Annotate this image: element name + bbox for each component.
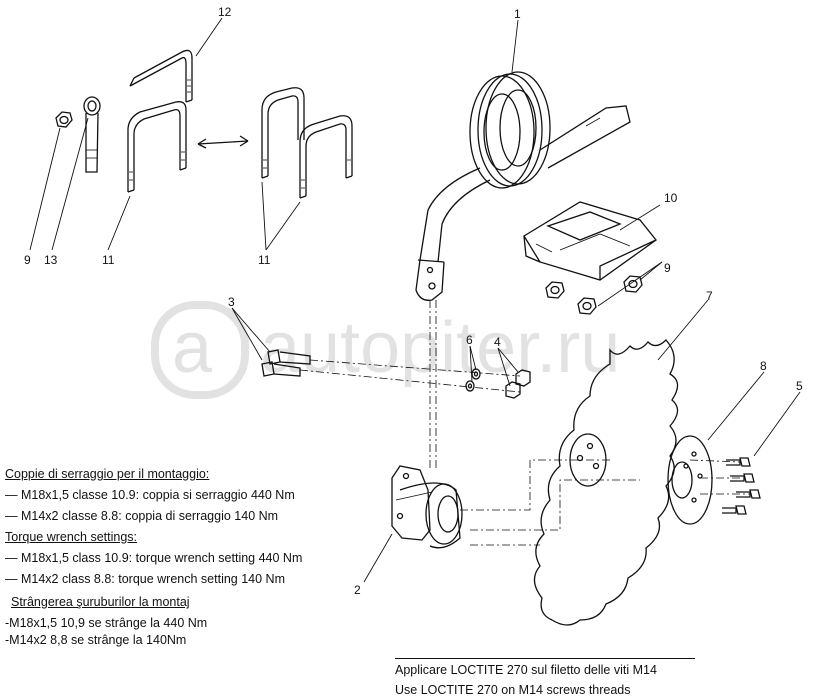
flange-plate <box>667 435 713 525</box>
nuts-right <box>545 275 643 315</box>
leader-lines <box>29 17 801 583</box>
notes-it-header: Coppie di serraggio per il montaggio: <box>5 467 210 481</box>
callout-13: 13 <box>44 253 58 267</box>
notes-en-line-2: — M14x2 class 8.8: torque wrench setting… <box>5 572 285 586</box>
callout-10: 10 <box>664 191 678 205</box>
notes-ro-line-1: -M18x1,5 10,9 se strânge la 440 Nm <box>5 616 208 630</box>
bolts-m14 <box>722 457 761 515</box>
callout-3: 3 <box>228 295 235 309</box>
loctite-note-en: Use LOCTITE 270 on M14 screws threads <box>395 683 631 697</box>
u-bolt-small <box>127 101 187 193</box>
callout-8: 8 <box>760 359 767 373</box>
loctite-note-it: Applicare LOCTITE 270 sul filetto delle … <box>395 658 695 680</box>
callout-7: 7 <box>706 289 713 303</box>
nut-left <box>55 111 73 128</box>
callout-11-right: 11 <box>258 253 271 267</box>
callout-2: 2 <box>354 583 361 597</box>
callout-4: 4 <box>494 335 501 349</box>
notes-en-header: Torque wrench settings: <box>5 530 138 544</box>
hub-assembly <box>391 465 463 549</box>
mounting-bracket <box>523 201 657 281</box>
callout-1: 1 <box>514 7 521 21</box>
callout-labels: 1 2 3 4 5 6 7 8 9 9 10 11 11 12 13 <box>24 5 803 597</box>
notes-en-line-1: — M18x1,5 class 10.9: torque wrench sett… <box>5 551 303 565</box>
notes-it-line-2: — M14x2 classe 8.8: coppia di serraggio … <box>5 509 279 523</box>
callout-9-right: 9 <box>664 261 671 275</box>
nuts-m18 <box>505 369 531 399</box>
loctite-note: Applicare LOCTITE 270 sul filetto delle … <box>395 658 695 700</box>
eye-bolt <box>83 96 101 173</box>
callout-11-left: 11 <box>102 253 115 267</box>
scalloped-disc <box>533 339 679 626</box>
notes-ro-line-2: -M14x2 8,8 se strânge la 140Nm <box>5 633 187 647</box>
callout-9-left: 9 <box>24 253 31 267</box>
u-bolt-long <box>129 49 193 103</box>
spring-arm <box>415 71 631 301</box>
bolts-m18 <box>261 349 311 377</box>
notes-it-line-1: — M18x1,5 classe 10.9: coppia si serragg… <box>5 488 295 502</box>
notes-ro-header: Strângerea şuruburilor la montaj <box>11 595 190 609</box>
double-arrow <box>197 135 249 149</box>
callout-6: 6 <box>466 333 473 347</box>
u-bolt-pair <box>261 87 353 199</box>
callout-12: 12 <box>218 5 232 19</box>
torque-notes: Coppie di serraggio per il montaggio: — … <box>5 464 385 649</box>
callout-5: 5 <box>796 379 803 393</box>
